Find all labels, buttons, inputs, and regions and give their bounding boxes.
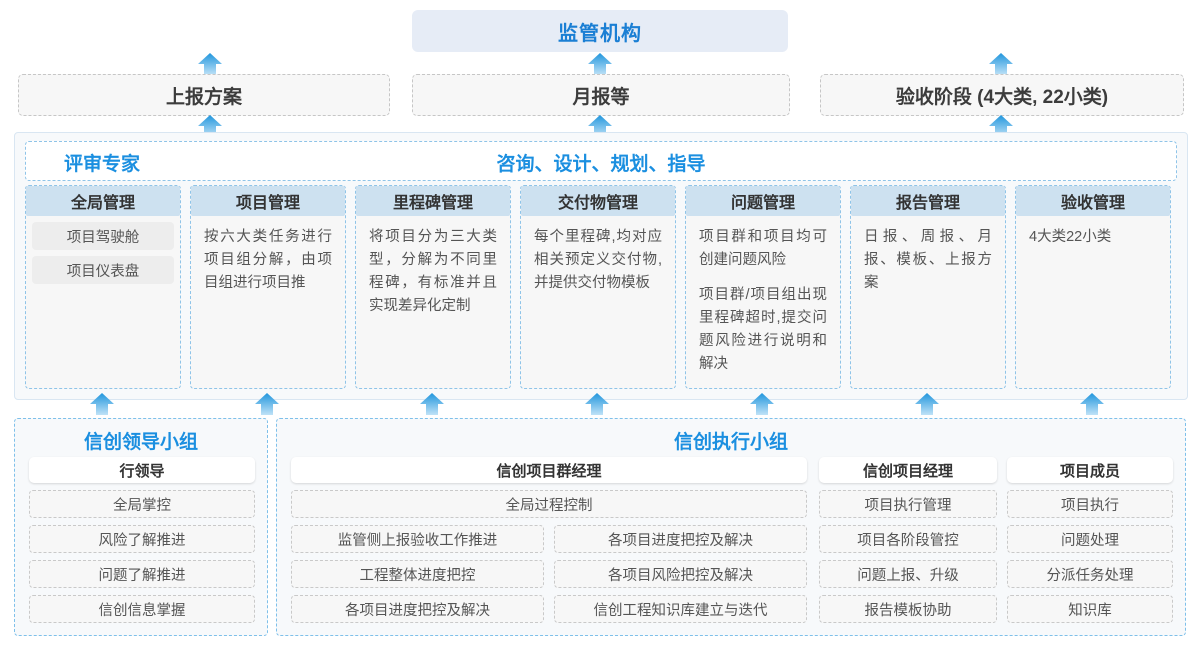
consulting-band: 评审专家 咨询、设计、规划、指导: [25, 141, 1177, 181]
role-header[interactable]: 项目成员: [1007, 457, 1173, 483]
role-column-program-manager: 信创项目群经理 全局过程控制 监管侧上报验收工作推进工程整体进度把控各项目进度把…: [291, 457, 807, 623]
management-column-body: 项目群和项目均可创建问题风险项目群/项目组出现里程碑超时,提交问题风险进行说明和…: [686, 216, 840, 376]
role-header[interactable]: 行领导: [29, 457, 255, 483]
role-item[interactable]: 信创工程知识库建立与迭代: [554, 595, 807, 623]
management-paragraph: 按六大类任务进行项目组分解，由项目组进行项目推: [204, 229, 332, 291]
management-column-title: 交付物管理: [521, 186, 675, 216]
role-column-bank-leader: 行领导 全局掌控风险了解推进问题了解推进信创信息掌握: [29, 457, 255, 623]
up-arrow-icon: [1079, 392, 1105, 416]
role-item[interactable]: 项目执行管理: [819, 490, 997, 518]
management-paragraph: 4大类22小类: [1029, 229, 1112, 245]
role-item[interactable]: 报告模板协助: [819, 595, 997, 623]
role-item[interactable]: 风险了解推进: [29, 525, 255, 553]
role-item[interactable]: 全局过程控制: [291, 490, 807, 518]
teams-section: 信创领导小组 行领导 全局掌控风险了解推进问题了解推进信创信息掌握 信创执行小组…: [14, 418, 1186, 636]
consulting-label: 咨询、设计、规划、指导: [496, 154, 706, 175]
management-paragraph: 日报、周报、月报、模板、上报方案: [864, 229, 992, 291]
management-column-body: 将项目分为三大类型，分解为不同里程碑，有标准并且实现差异化定制: [356, 216, 510, 318]
management-paragraph: 项目群/项目组出现里程碑超时,提交问题风险进行说明和解决: [699, 287, 827, 372]
management-column-body: 按六大类任务进行项目组分解，由项目组进行项目推: [191, 216, 345, 295]
up-arrow-icon: [197, 114, 223, 138]
role-item[interactable]: 知识库: [1007, 595, 1173, 623]
report-box-plan: 上报方案: [18, 74, 390, 116]
management-column-body: 4大类22小类: [1016, 216, 1170, 249]
review-expert-label: 评审专家: [64, 154, 141, 175]
up-arrow-icon: [914, 392, 940, 416]
up-arrow-icon: [587, 114, 613, 138]
management-column-title: 报告管理: [851, 186, 1005, 216]
management-column[interactable]: 问题管理项目群和项目均可创建问题风险项目群/项目组出现里程碑超时,提交问题风险进…: [685, 185, 841, 389]
role-item[interactable]: 项目执行: [1007, 490, 1173, 518]
role-item[interactable]: 监管侧上报验收工作推进: [291, 525, 544, 553]
up-arrow-icon: [197, 52, 223, 76]
role-item[interactable]: 全局掌控: [29, 490, 255, 518]
management-pill[interactable]: 项目仪表盘: [32, 256, 174, 284]
role-column-project-member: 项目成员 项目执行问题处理分派任务处理知识库: [1007, 457, 1173, 623]
leadership-group-title: 信创领导小组: [83, 432, 198, 453]
management-column[interactable]: 交付物管理每个里程碑,均对应相关预定义交付物,并提供交付物模板: [520, 185, 676, 389]
report-box-monthly: 月报等: [412, 74, 790, 116]
role-header[interactable]: 信创项目群经理: [291, 457, 807, 483]
management-column[interactable]: 项目管理按六大类任务进行项目组分解，由项目组进行项目推: [190, 185, 346, 389]
management-paragraph: 项目群和项目均可创建问题风险: [699, 229, 827, 268]
management-paragraph: 将项目分为三大类型，分解为不同里程碑，有标准并且实现差异化定制: [369, 229, 497, 314]
role-item[interactable]: 各项目进度把控及解决: [554, 525, 807, 553]
management-column-body: 日报、周报、月报、模板、上报方案: [851, 216, 1005, 295]
execution-group-title: 信创执行小组: [673, 432, 788, 453]
management-column-title: 问题管理: [686, 186, 840, 216]
up-arrow-icon: [419, 392, 445, 416]
management-column-body: 每个里程碑,均对应相关预定义交付物,并提供交付物模板: [521, 216, 675, 295]
role-item[interactable]: 各项目进度把控及解决: [291, 595, 544, 623]
role-item[interactable]: 信创信息掌握: [29, 595, 255, 623]
role-item[interactable]: 问题了解推进: [29, 560, 255, 588]
up-arrow-icon: [988, 114, 1014, 138]
up-arrow-icon: [89, 392, 115, 416]
management-paragraph: 每个里程碑,均对应相关预定义交付物,并提供交付物模板: [534, 229, 662, 291]
role-item[interactable]: 问题上报、升级: [819, 560, 997, 588]
management-pill[interactable]: 项目驾驶舱: [32, 222, 174, 250]
role-item[interactable]: 项目各阶段管控: [819, 525, 997, 553]
management-column-title: 验收管理: [1016, 186, 1170, 216]
up-arrow-icon: [587, 52, 613, 76]
management-column-title: 项目管理: [191, 186, 345, 216]
management-column[interactable]: 里程碑管理将项目分为三大类型，分解为不同里程碑，有标准并且实现差异化定制: [355, 185, 511, 389]
up-arrow-icon: [584, 392, 610, 416]
leadership-group: 信创领导小组 行领导 全局掌控风险了解推进问题了解推进信创信息掌握: [14, 418, 268, 636]
management-column-title: 全局管理: [26, 186, 180, 216]
up-arrow-icon: [988, 52, 1014, 76]
role-item[interactable]: 问题处理: [1007, 525, 1173, 553]
management-column[interactable]: 报告管理日报、周报、月报、模板、上报方案: [850, 185, 1006, 389]
role-header[interactable]: 信创项目经理: [819, 457, 997, 483]
role-column-project-manager: 信创项目经理 项目执行管理项目各阶段管控问题上报、升级报告模板协助: [819, 457, 997, 623]
management-column-title: 里程碑管理: [356, 186, 510, 216]
management-column[interactable]: 全局管理项目驾驶舱项目仪表盘: [25, 185, 181, 389]
role-item[interactable]: 各项目风险把控及解决: [554, 560, 807, 588]
up-arrow-icon: [749, 392, 775, 416]
role-item[interactable]: 分派任务处理: [1007, 560, 1173, 588]
management-column[interactable]: 验收管理 4大类22小类: [1015, 185, 1171, 389]
regulator-box: 监管机构: [412, 10, 788, 52]
consulting-section: 评审专家 咨询、设计、规划、指导 全局管理项目驾驶舱项目仪表盘项目管理按六大类任…: [14, 132, 1188, 400]
execution-group: 信创执行小组 信创项目群经理 全局过程控制 监管侧上报验收工作推进工程整体进度把…: [276, 418, 1186, 636]
role-item[interactable]: 工程整体进度把控: [291, 560, 544, 588]
up-arrow-icon: [254, 392, 280, 416]
report-box-acceptance: 验收阶段 (4大类, 22小类): [820, 74, 1184, 116]
